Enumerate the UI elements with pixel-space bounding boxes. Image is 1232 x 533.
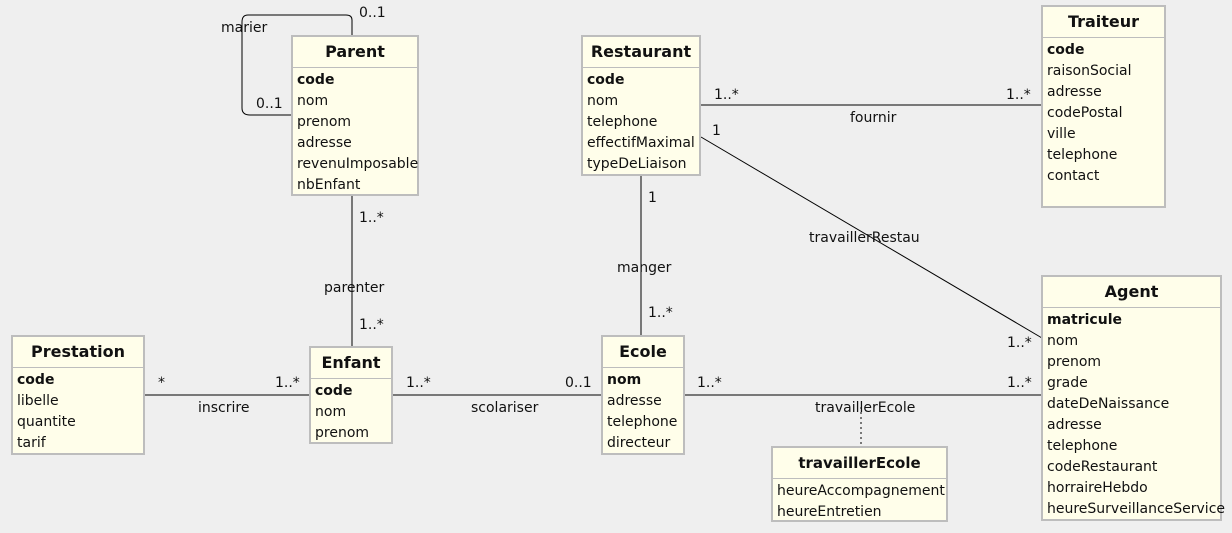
attribute: code [315,383,353,399]
attribute: adresse [607,393,662,409]
attribute: heureAccompagnement [777,483,945,499]
association-name-fournir: fournir [850,110,897,126]
attribute: typeDeLiaison [587,156,687,172]
attribute: adresse [1047,417,1102,433]
multiplicity: 0..1 [256,96,283,112]
multiplicity: 1 [648,190,657,206]
attribute: raisonSocial [1047,63,1132,79]
class-traiteur[interactable]: Traiteur code raisonSocial adresse codeP… [1041,5,1166,208]
multiplicity: 1..* [1007,375,1032,391]
attribute: prenom [297,114,352,130]
attribute: nom [607,372,642,388]
attribute: revenuImposable [297,156,419,172]
class-name: Prestation [13,337,143,368]
multiplicity: * [158,375,165,391]
attribute: matricule [1047,312,1122,328]
attribute: nom [315,404,347,420]
attribute: nom [297,93,329,109]
class-ecole[interactable]: Ecole nom adresse telephone directeur [601,335,685,455]
multiplicity: 0..1 [359,5,386,21]
attribute: nbEnfant [297,177,361,193]
attribute: tarif [17,435,46,451]
class-name: Restaurant [583,37,699,68]
multiplicity: 1..* [275,375,300,391]
multiplicity: 1 [712,123,721,139]
class-enfant[interactable]: Enfant code nom prenom [309,346,393,444]
association-name-travaillerrestau: travaillerRestau [809,230,920,246]
class-prestation[interactable]: Prestation code libelle quantite tarif [11,335,145,455]
attribute: telephone [607,414,678,430]
multiplicity: 1..* [648,305,673,321]
multiplicity: 1..* [359,317,384,333]
attribute: codePostal [1047,105,1123,121]
travaillerrestau-line [700,136,1043,339]
class-parent[interactable]: Parent code nom prenom adresse revenuImp… [291,35,419,196]
association-name-travaillerecole: travaillerEcole [815,400,916,416]
multiplicity: 0..1 [565,375,592,391]
association-name-scolariser: scolariser [471,400,539,416]
multiplicity: 1..* [359,210,384,226]
multiplicity: 1..* [1006,87,1031,103]
attribute: nom [587,93,619,109]
attribute: nom [1047,333,1079,349]
multiplicity: 1..* [697,375,722,391]
attribute: telephone [1047,147,1118,163]
attribute: prenom [315,425,370,441]
attribute: codeRestaurant [1047,459,1158,475]
association-name-parenter: parenter [324,280,385,296]
attribute: telephone [587,114,658,130]
class-restaurant[interactable]: Restaurant code nom telephone effectifMa… [581,35,701,176]
class-travaillerecole[interactable]: travaillerEcole heureAccompagnement heur… [771,446,948,522]
attribute: heureEntretien [777,504,882,520]
attribute: quantite [17,414,76,430]
marier-line [241,14,353,116]
attribute: telephone [1047,438,1118,454]
attribute: prenom [1047,354,1102,370]
attribute: ville [1047,126,1076,142]
multiplicity: 1..* [714,87,739,103]
attribute: contact [1047,168,1100,184]
attribute: effectifMaximal [587,135,695,151]
class-name: Agent [1043,277,1220,308]
association-name-inscrire: inscrire [198,400,250,416]
class-agent[interactable]: Agent matricule nom prenom grade dateDeN… [1041,275,1226,521]
class-name: Enfant [311,348,391,379]
attribute: adresse [1047,84,1102,100]
attribute: code [587,72,625,88]
attribute: code [17,372,55,388]
class-name: travaillerEcole [773,448,946,479]
attribute: code [297,72,335,88]
attribute: heureSurveillanceService [1047,501,1226,517]
class-name: Ecole [603,337,683,368]
multiplicity: 1..* [406,375,431,391]
attribute: code [1047,42,1085,58]
attribute: libelle [17,393,59,409]
attribute: grade [1047,375,1088,391]
attribute: directeur [607,435,671,451]
association-name-manger: manger [617,260,672,276]
class-name: Parent [293,37,417,68]
multiplicity: 1..* [1007,335,1032,351]
attribute: adresse [297,135,352,151]
attribute: horraireHebdo [1047,480,1148,496]
attribute: dateDeNaissance [1047,396,1170,412]
association-name-marier: marier [221,20,268,36]
class-name: Traiteur [1043,7,1164,38]
